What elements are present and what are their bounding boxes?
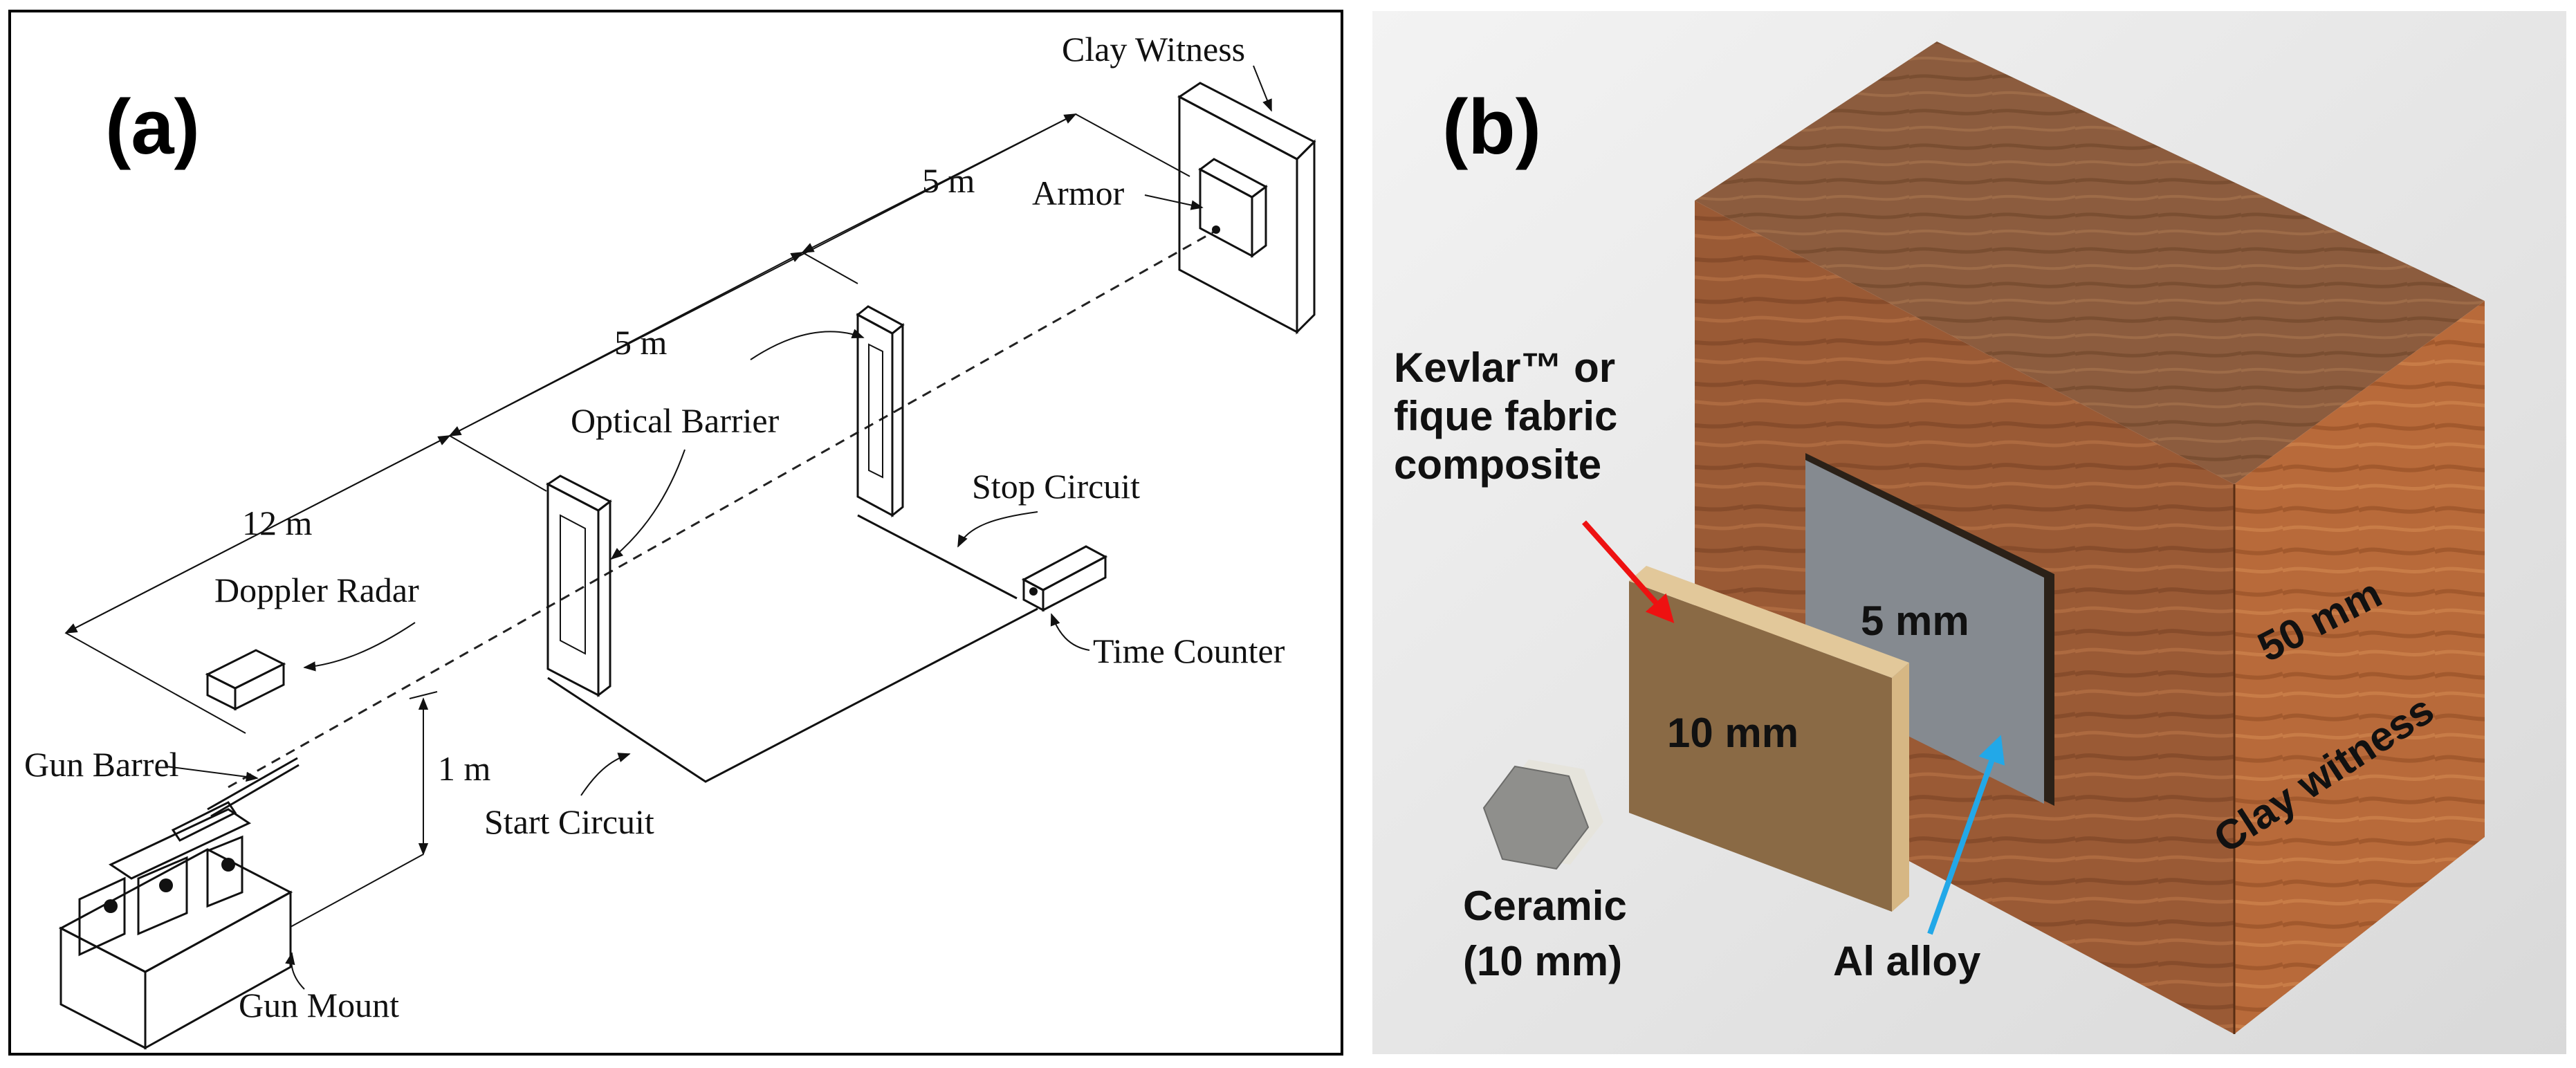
distance-dimension: [64, 113, 1190, 734]
trajectory-line: [228, 230, 1215, 789]
composite-top-edge: [1629, 566, 1909, 678]
label-1m: 1 m: [438, 749, 491, 788]
label-time-counter: Time Counter: [1093, 632, 1285, 670]
label-doppler-radar: Doppler Radar: [214, 571, 419, 609]
label-kevlar-line1: Kevlar™ or: [1394, 344, 1615, 391]
label-stop-circuit: Stop Circuit: [972, 467, 1140, 506]
optical-barrier-near: [546, 475, 612, 698]
time-counter-box: [1021, 545, 1108, 612]
pointer-optical-barrier-far: [750, 329, 865, 360]
panel-a: (a) 12 m 5 m 5 m Clay Witness: [8, 10, 1343, 1056]
pointer-armor: [1144, 194, 1204, 210]
red-arrow: [1582, 520, 1675, 623]
extension-armor: [1075, 113, 1190, 177]
panel-a-tag: (a): [105, 84, 200, 170]
label-kevlar-line2: fique fabric: [1394, 393, 1617, 439]
label-al-alloy: Al alloy: [1833, 938, 1981, 984]
al-alloy-plate: [1805, 460, 2044, 804]
extension-start: [65, 632, 246, 734]
blue-arrow: [1927, 735, 2005, 935]
label-clay-witness: Clay Witness: [1062, 30, 1245, 68]
pointer-gun-mount: [285, 952, 305, 990]
label-10mm: 10 mm: [1667, 710, 1798, 756]
ceramic-tile: [1482, 759, 1603, 870]
gun-barrel: [207, 757, 298, 811]
label-armor: Armor: [1032, 174, 1125, 212]
stop-circuit-wire: [857, 514, 1018, 600]
pointer-start-circuit: [580, 753, 631, 796]
label-kevlar-line3: composite: [1394, 441, 1601, 488]
panel-a-frame: [8, 10, 1343, 1056]
label-ceramic-line1: Ceramic: [1463, 883, 1627, 929]
optical-barrier-far: [856, 305, 905, 518]
extension-5m: [802, 252, 858, 284]
label-ceramic-line2: (10 mm): [1463, 938, 1622, 984]
label-5m-mid: 5 m: [614, 323, 668, 362]
label-optical-barrier: Optical Barrier: [571, 401, 780, 440]
composite-side-edge: [1892, 663, 1909, 912]
pointer-time-counter: [1050, 613, 1090, 651]
pointer-doppler-radar: [303, 622, 416, 672]
clay-side-face: [2234, 301, 2485, 1034]
composite-face: [1629, 581, 1892, 912]
pointer-optical-barrier-near: [610, 449, 686, 560]
composite-plate: [1629, 566, 1909, 912]
dimension-5m-far: [801, 113, 1077, 253]
start-circuit-wire: [547, 607, 1038, 783]
pointer-clay-witness: [1253, 65, 1272, 112]
label-5m-far: 5 m: [922, 161, 975, 200]
label-12m: 12 m: [242, 504, 313, 542]
label-5mm: 5 mm: [1861, 598, 1969, 644]
label-gun-mount: Gun Mount: [239, 986, 399, 1024]
gun-assembly: [58, 757, 300, 1050]
label-gun-barrel: Gun Barrel: [24, 745, 179, 784]
pointer-stop-circuit: [957, 511, 1038, 548]
label-start-circuit: Start Circuit: [484, 802, 654, 841]
dimension-5m-mid: [448, 252, 804, 436]
panel-b: (b) 5 mm 10 mm Kevlar™ or fique fab: [1372, 11, 2566, 1054]
panel-b-tag: (b): [1442, 84, 1541, 170]
extension-12m: [449, 435, 547, 492]
doppler-radar-box: [205, 649, 286, 711]
pointer-gun-barrel: [165, 766, 259, 782]
dimension-12m: [64, 435, 451, 634]
clay-top-face: [1695, 42, 2485, 484]
